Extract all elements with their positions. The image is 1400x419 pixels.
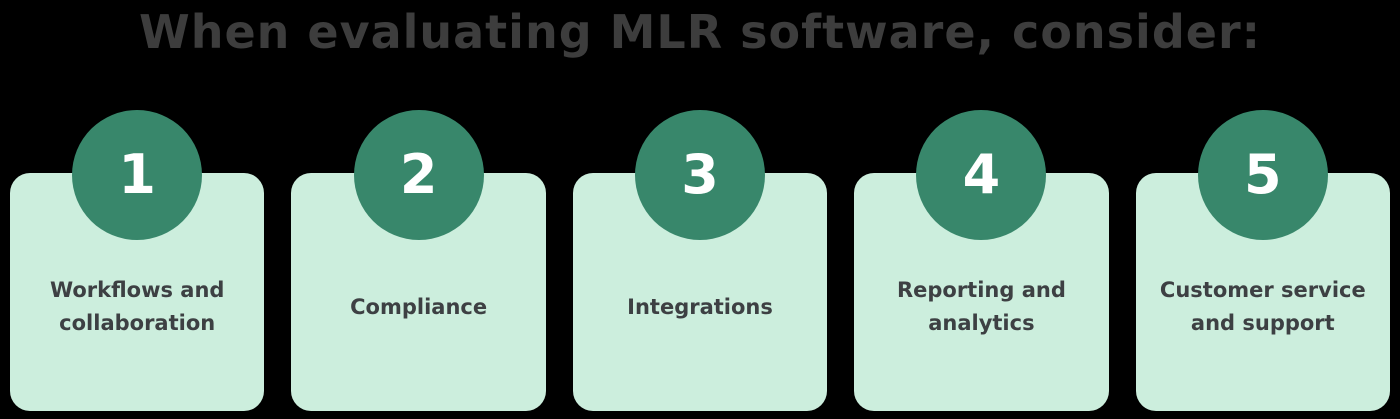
step-label-wrap: Integrations <box>573 173 827 411</box>
step-label: Integrations <box>627 294 773 319</box>
step-card-1: 1 Workflows and collaboration <box>10 110 265 411</box>
steps-row: 1 Workflows and collaboration 2 Complian… <box>10 110 1391 411</box>
step-card-3: 3 Integrations <box>572 110 828 411</box>
step-number: 2 <box>399 143 438 206</box>
step-label: Reporting and analytics <box>896 278 1066 335</box>
step-number: 1 <box>118 143 156 206</box>
step-label-wrap: Workflows and collaboration <box>10 173 264 411</box>
step-card-2: 2 Compliance <box>291 110 546 411</box>
step-card-5: 5 Customer service and support <box>1135 110 1391 411</box>
step-number: 4 <box>962 143 1001 206</box>
step-label: Compliance <box>350 294 488 319</box>
step-number-circle: 5 <box>1197 110 1328 240</box>
step-number-circle: 3 <box>635 110 766 240</box>
step-number: 5 <box>1244 143 1282 206</box>
step-number: 3 <box>681 143 719 206</box>
step-number-circle: 4 <box>916 110 1047 240</box>
step-number-circle: 1 <box>72 110 203 240</box>
step-label-wrap: Customer service and support <box>1136 173 1390 411</box>
step-card-4: 4 Reporting and analytics <box>854 110 1109 411</box>
step-label-wrap: Compliance <box>291 173 545 411</box>
page-title: When evaluating MLR software, consider: <box>138 5 1262 59</box>
step-label: Customer service and support <box>1159 278 1366 335</box>
step-number-circle: 2 <box>353 110 484 240</box>
step-label-wrap: Reporting and analytics <box>854 173 1108 411</box>
step-label: Workflows and collaboration <box>49 278 225 335</box>
